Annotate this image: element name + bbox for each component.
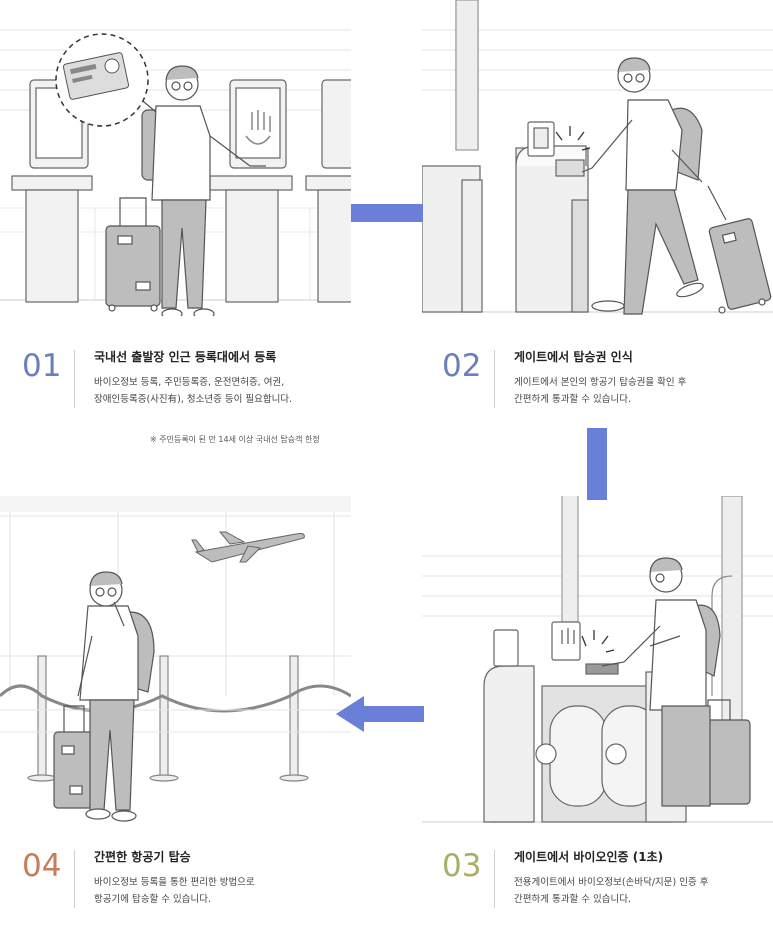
step-number: 03 (442, 848, 482, 884)
scan-signal-icon (581, 630, 615, 653)
divider (494, 850, 495, 908)
boarding-pass-scene (422, 0, 773, 315)
step-description-line: 전용게이트에서 바이오정보(손바닥/지문) 인증 후 (514, 877, 709, 888)
divider (74, 850, 75, 908)
step-description-line: 바이오정보 등록을 통한 편리한 방법으로 (94, 877, 255, 888)
step-description-line: 간편하게 통과할 수 있습니다. (514, 394, 631, 405)
divider (74, 350, 75, 408)
divider (494, 350, 495, 408)
arrow-right-icon (351, 204, 423, 222)
step-number: 02 (442, 348, 482, 384)
step-description-line: 간편하게 통과할 수 있습니다. (514, 894, 631, 905)
hand-scan-icon (245, 110, 271, 145)
step-description-line: 장애인등록증(사진有), 청소년증 등이 필요합니다. (94, 394, 293, 405)
illustration-registration-kiosk (0, 0, 351, 316)
id-card-zoom (55, 33, 149, 127)
traveler-figure (77, 571, 155, 822)
step-title: 간편한 항공기 탑승 (94, 850, 191, 864)
illustration-aircraft-boarding (0, 496, 351, 826)
step-title: 국내선 출발장 인근 등록대에서 등록 (94, 350, 277, 364)
traveler-figure (601, 557, 721, 807)
step-title: 게이트에서 바이오인증 (1초) (514, 850, 664, 864)
step-description-line: 항공기에 탑승할 수 있습니다. (94, 894, 211, 905)
traveler-figure (581, 57, 704, 315)
illustration-boarding-pass-gate (422, 0, 773, 316)
airplane-icon (191, 531, 305, 563)
suitcase (53, 705, 95, 809)
suitcase (105, 197, 161, 312)
step-description: 게이트에서 본인의 항공기 탑승권을 확인 후 간편하게 통과할 수 있습니다. (514, 374, 686, 408)
step-description-line: 바이오정보 등록, 주민등록증, 운전면허증, 여권, (94, 377, 285, 388)
queue-barrier (0, 655, 351, 782)
illustration-biometric-gate (422, 496, 773, 826)
gate-machine (422, 121, 589, 313)
biometric-scene (422, 496, 773, 823)
registration-scene (0, 29, 351, 316)
step-description-line: 게이트에서 본인의 항공기 탑승권을 확인 후 (514, 377, 687, 388)
step-description: 전용게이트에서 바이오정보(손바닥/지문) 인증 후 간편하게 통과할 수 있습… (514, 874, 708, 908)
step-number: 04 (22, 848, 62, 884)
scan-signal-icon (555, 126, 591, 151)
step-number: 01 (22, 348, 62, 384)
step-description: 바이오정보 등록을 통한 편리한 방법으로 항공기에 탑승할 수 있습니다. (94, 874, 255, 908)
traveler-figure (119, 65, 266, 316)
step-description: 바이오정보 등록, 주민등록증, 운전면허증, 여권, 장애인등록증(사진有),… (94, 374, 292, 408)
step-title: 게이트에서 탑승권 인식 (514, 350, 633, 364)
suitcase (707, 185, 772, 314)
palm-scan-icon (561, 628, 575, 644)
arrow-down-icon (587, 428, 607, 500)
arrow-left-icon (336, 696, 424, 732)
eligibility-note: ※ 주민등록이 된 만 14세 이상 국내선 탑승객 한정 (150, 435, 320, 444)
boarding-scene (0, 496, 351, 822)
